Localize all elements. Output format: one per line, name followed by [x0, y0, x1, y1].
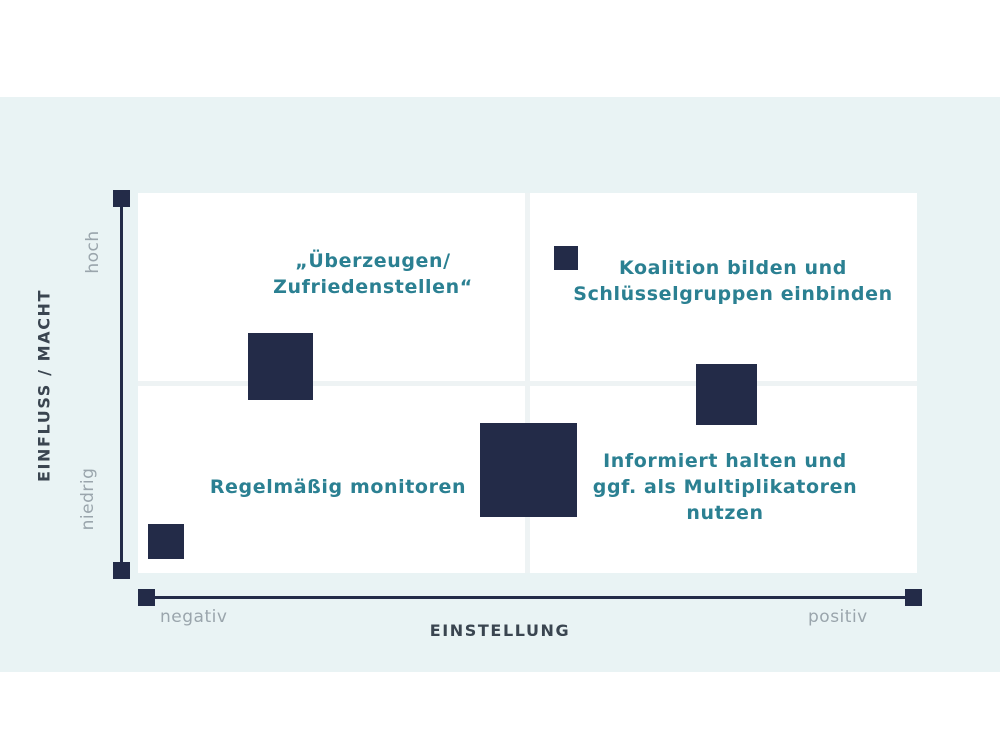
marker-stakeholder-4[interactable]	[480, 423, 577, 517]
plot-area: „Überzeugen/ Zufriedenstellen“ Koalition…	[138, 193, 917, 573]
x-axis-tick-high: positiv	[808, 607, 868, 627]
quadrant-label-top-left: „Überzeugen/ Zufriedenstellen“	[273, 250, 473, 299]
marker-stakeholder-1[interactable]	[248, 333, 313, 400]
marker-stakeholder-5[interactable]	[148, 524, 184, 559]
y-axis-cap-bottom	[113, 562, 130, 579]
x-axis-cap-left	[138, 589, 155, 606]
marker-stakeholder-3[interactable]	[696, 364, 757, 425]
x-axis-title: EINSTELLUNG	[429, 621, 571, 640]
quadrant-divider-horizontal	[138, 381, 917, 386]
y-axis-title: EINFLUSS / MACHT	[34, 288, 54, 483]
quadrant-label-top-right: Koalition bilden und Schlüsselgruppen ei…	[573, 257, 893, 306]
x-axis-line	[145, 596, 915, 599]
quadrant-label-bottom-left: Regelmäßig monitoren	[209, 476, 467, 498]
y-axis-tick-low: niedrig	[78, 467, 98, 531]
quadrant-label-bottom-right: Informiert halten und ggf. als Multiplik…	[592, 450, 858, 525]
marker-stakeholder-2[interactable]	[554, 246, 578, 270]
y-axis-tick-high: hoch	[83, 230, 103, 274]
y-axis-line	[120, 196, 123, 570]
x-axis-tick-low: negativ	[160, 607, 228, 627]
x-axis-cap-right	[905, 589, 922, 606]
y-axis-cap-top	[113, 190, 130, 207]
